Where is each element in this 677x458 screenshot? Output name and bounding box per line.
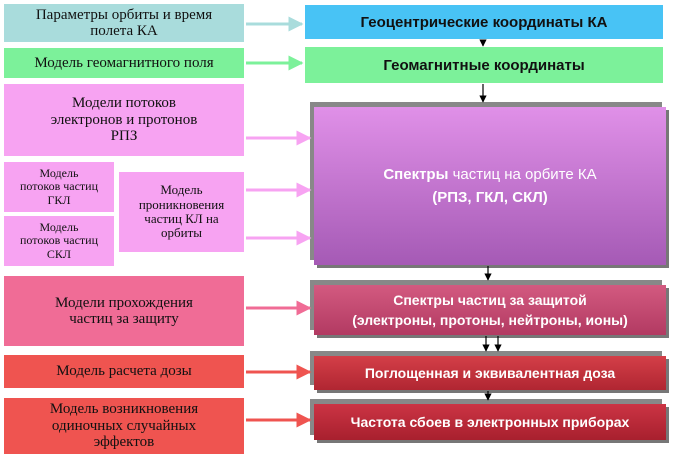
rpz-models-box: Модели потоков электронов и протонов РПЗ	[4, 84, 244, 156]
passage-models-label: Модели прохождения частиц за защиту	[55, 294, 193, 328]
dose-model-box: Модель расчета дозы	[4, 355, 244, 388]
behind-shield-line2: (электроны, протоны, нейтроны, ионы)	[352, 312, 628, 328]
geomag-model-label: Модель геомагнитного поля	[34, 54, 214, 71]
geocentric-box: Геоцентрические координаты КА	[305, 5, 663, 39]
dose-label: Поглощенная и эквивалентная доза	[364, 365, 616, 381]
penetration-model-box: Модель проникновения частиц КЛ на орбиты	[119, 172, 244, 252]
spectra-orbit-line1: Спектры частиц на орбите КА	[383, 166, 596, 183]
rpz-models-label: Модели потоков электронов и протонов РПЗ	[50, 95, 198, 145]
gkl-model-box: Модель потоков частиц ГКЛ	[4, 162, 114, 212]
geomagnetic-box: Геомагнитные координаты	[305, 47, 663, 83]
geomagnetic-label: Геомагнитные координаты	[383, 56, 585, 74]
spectra-bold: Спектры	[383, 166, 449, 183]
spectra-orbit-line2: (РПЗ, ГКЛ, СКЛ)	[432, 189, 548, 206]
seu-model-label: Модель возникновения одиночных случайных…	[49, 401, 199, 451]
orbit-params-box: Параметры орбиты и время полета КА	[4, 4, 244, 42]
geocentric-label: Геоцентрические координаты КА	[360, 13, 608, 31]
skl-model-box: Модель потоков частиц СКЛ	[4, 216, 114, 266]
behind-shield-box: Спектры частиц за защитой (электроны, пр…	[314, 285, 666, 335]
spectra-rest: частиц на орбите КА	[448, 166, 597, 183]
orbit-params-label: Параметры орбиты и время полета КА	[35, 6, 213, 40]
gkl-model-label: Модель потоков частиц ГКЛ	[20, 166, 99, 207]
failures-box: Частота сбоев в электронных приборах	[314, 404, 666, 440]
penetration-model-label: Модель проникновения частиц КЛ на орбиты	[138, 182, 225, 241]
dose-box: Поглощенная и эквивалентная доза	[314, 356, 666, 390]
failures-label: Частота сбоев в электронных приборах	[350, 414, 630, 430]
spectra-orbit-box: Спектры частиц на орбите КА (РПЗ, ГКЛ, С…	[314, 107, 666, 265]
dose-model-label: Модель расчета дозы	[56, 363, 192, 380]
skl-model-label: Модель потоков частиц СКЛ	[20, 220, 99, 261]
behind-shield-line1: Спектры частиц за защитой	[393, 292, 587, 308]
passage-models-box: Модели прохождения частиц за защиту	[4, 276, 244, 346]
seu-model-box: Модель возникновения одиночных случайных…	[4, 398, 244, 454]
geomag-model-box: Модель геомагнитного поля	[4, 48, 244, 78]
